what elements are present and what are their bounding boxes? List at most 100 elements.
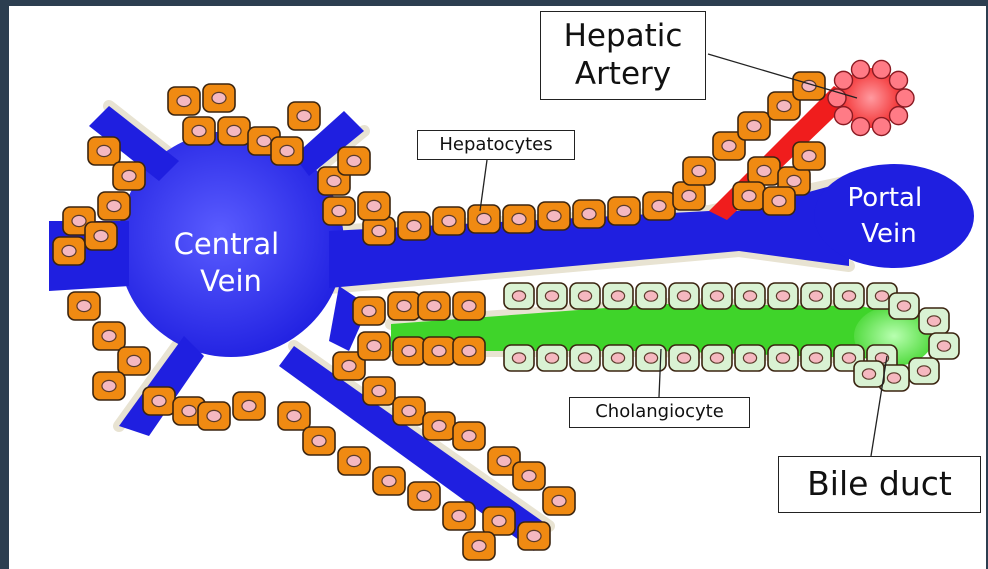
hepatocyte bbox=[93, 322, 125, 350]
hepatocyte bbox=[738, 112, 770, 140]
cholangiocyte bbox=[929, 333, 959, 359]
hepatocyte bbox=[388, 292, 420, 320]
cholangiocyte bbox=[919, 308, 949, 334]
hepatocyte bbox=[168, 87, 200, 115]
hepatocyte bbox=[733, 182, 765, 210]
hepatic-artery-label-line2: Artery bbox=[541, 55, 705, 93]
hepatocyte bbox=[418, 292, 450, 320]
artery-cell bbox=[834, 71, 852, 89]
hepatocyte bbox=[98, 192, 130, 220]
cholangiocyte bbox=[636, 283, 666, 309]
artery-cell bbox=[834, 107, 852, 125]
portal-vein bbox=[814, 164, 974, 268]
hepatocyte bbox=[85, 222, 117, 250]
hepatic-artery-callout: Hepatic Artery bbox=[540, 11, 706, 100]
hepatocyte bbox=[763, 187, 795, 215]
hepatocyte bbox=[203, 84, 235, 112]
hepatocyte bbox=[538, 202, 570, 230]
hepatocytes-callout: Hepatocytes bbox=[417, 130, 575, 160]
hepatocyte bbox=[93, 372, 125, 400]
hepatocyte bbox=[518, 522, 550, 550]
hepatocyte bbox=[393, 337, 425, 365]
diagram-canvas: Central Vein Portal Vein Hepatic Artery … bbox=[9, 6, 986, 569]
cholangiocyte bbox=[889, 293, 919, 319]
hepatocyte bbox=[363, 217, 395, 245]
artery-cell bbox=[873, 118, 891, 136]
hepatocyte bbox=[363, 377, 395, 405]
hepatocyte bbox=[453, 422, 485, 450]
cholangiocyte bbox=[537, 345, 567, 371]
hepatocyte bbox=[573, 200, 605, 228]
cholangiocyte bbox=[636, 345, 666, 371]
cholangiocyte bbox=[801, 283, 831, 309]
hepatocyte bbox=[398, 212, 430, 240]
hepatocyte bbox=[423, 337, 455, 365]
hepatocyte bbox=[323, 197, 355, 225]
cholangiocyte bbox=[504, 283, 534, 309]
hepatocyte bbox=[88, 137, 120, 165]
cholangiocyte bbox=[909, 358, 939, 384]
hepatocyte bbox=[608, 197, 640, 225]
hepatocyte bbox=[433, 207, 465, 235]
hepatocyte bbox=[683, 157, 715, 185]
hepatocyte bbox=[338, 447, 370, 475]
artery-cell bbox=[851, 118, 869, 136]
hepatocyte bbox=[68, 292, 100, 320]
cholangiocyte bbox=[570, 283, 600, 309]
hepatocyte bbox=[278, 402, 310, 430]
hepatocyte bbox=[358, 192, 390, 220]
hepatocyte bbox=[513, 462, 545, 490]
hepatocyte bbox=[748, 157, 780, 185]
hepatocyte bbox=[218, 117, 250, 145]
cholangiocyte bbox=[801, 345, 831, 371]
cholangiocyte bbox=[570, 345, 600, 371]
hepatocyte bbox=[503, 205, 535, 233]
hepatocyte bbox=[118, 347, 150, 375]
cholangiocyte bbox=[735, 283, 765, 309]
hepatocyte bbox=[468, 205, 500, 233]
hepatocyte bbox=[453, 292, 485, 320]
hepatocyte bbox=[793, 142, 825, 170]
cholangiocyte bbox=[603, 283, 633, 309]
hepatocyte bbox=[198, 402, 230, 430]
cholangiocyte bbox=[603, 345, 633, 371]
hepatocyte bbox=[373, 467, 405, 495]
cholangiocyte bbox=[702, 345, 732, 371]
hepatocyte bbox=[353, 297, 385, 325]
hepatocyte bbox=[271, 137, 303, 165]
hepatocyte bbox=[143, 387, 175, 415]
hepatocyte bbox=[673, 182, 705, 210]
hepatocyte bbox=[543, 487, 575, 515]
hepatocyte bbox=[393, 397, 425, 425]
cholangiocyte bbox=[702, 283, 732, 309]
artery-cell bbox=[890, 107, 908, 125]
cholangiocyte bbox=[669, 345, 699, 371]
hepatocyte bbox=[113, 162, 145, 190]
hepatocyte bbox=[303, 427, 335, 455]
hepatocyte bbox=[793, 72, 825, 100]
artery-cell bbox=[896, 89, 914, 107]
hepatocytes-leader bbox=[480, 160, 487, 211]
hepatocyte bbox=[463, 532, 495, 560]
artery-cell bbox=[890, 71, 908, 89]
hepatocyte bbox=[358, 332, 390, 360]
hepatocyte bbox=[233, 392, 265, 420]
hepatocyte bbox=[338, 147, 370, 175]
cholangiocyte bbox=[854, 361, 884, 387]
cholangiocyte bbox=[669, 283, 699, 309]
hepatocyte bbox=[408, 482, 440, 510]
hepatocyte bbox=[443, 502, 475, 530]
cholangiocyte bbox=[768, 345, 798, 371]
cholangiocyte bbox=[768, 283, 798, 309]
hepatocyte bbox=[483, 507, 515, 535]
cholangiocyte bbox=[834, 283, 864, 309]
artery-cell bbox=[873, 60, 891, 78]
hepatocyte bbox=[423, 412, 455, 440]
hepatocyte bbox=[53, 237, 85, 265]
cholangiocyte bbox=[504, 345, 534, 371]
hepatocyte bbox=[183, 117, 215, 145]
bile-duct-callout: Bile duct bbox=[778, 456, 981, 513]
cholangiocyte bbox=[735, 345, 765, 371]
hepatic-artery-label-line1: Hepatic bbox=[541, 17, 705, 55]
artery-cell bbox=[851, 60, 869, 78]
